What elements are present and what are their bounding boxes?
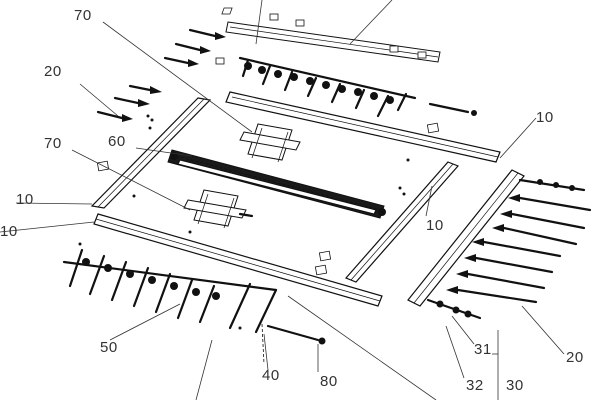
- rail-center-right: [344, 161, 460, 283]
- callout-40: 40: [262, 367, 280, 384]
- leader-lines: [0, 0, 565, 400]
- rail-upper-left: [90, 97, 212, 209]
- callout-80: 80: [320, 373, 338, 390]
- callout-50: 50: [100, 339, 118, 356]
- callout-20-left: 20: [44, 63, 62, 80]
- callout-70-mid: 70: [44, 135, 62, 152]
- callout-60: 60: [108, 133, 126, 150]
- lower-fastener-row: [62, 242, 326, 365]
- rail-upper-right: [225, 91, 501, 163]
- callout-32: 32: [466, 377, 484, 394]
- callout-31: 31: [474, 341, 492, 358]
- callout-20-right: 20: [566, 349, 584, 366]
- callout-30: 30: [506, 377, 524, 394]
- callout-10-upper-left: 10: [16, 191, 34, 208]
- right-pin-set: [426, 178, 592, 320]
- callout-labels: 70 20 70 60 10 10 10 10 50 40 80 31 20 3…: [0, 7, 584, 394]
- callout-10-center-right: 10: [426, 217, 444, 234]
- slider-block-upper: [239, 123, 301, 163]
- slider-block-lower: [183, 189, 254, 229]
- top-bracket-strip: [215, 7, 441, 65]
- callout-70-top: 70: [74, 7, 92, 24]
- small-plates: [96, 122, 440, 276]
- center-beam: [167, 149, 386, 219]
- upper-pins: [96, 28, 226, 130]
- rail-lower: [93, 213, 383, 307]
- rail-right-edge: [407, 169, 525, 307]
- callout-10-lower-left: 10: [0, 223, 18, 240]
- callout-10-right-top: 10: [536, 109, 554, 126]
- top-fastener-row: [238, 56, 477, 118]
